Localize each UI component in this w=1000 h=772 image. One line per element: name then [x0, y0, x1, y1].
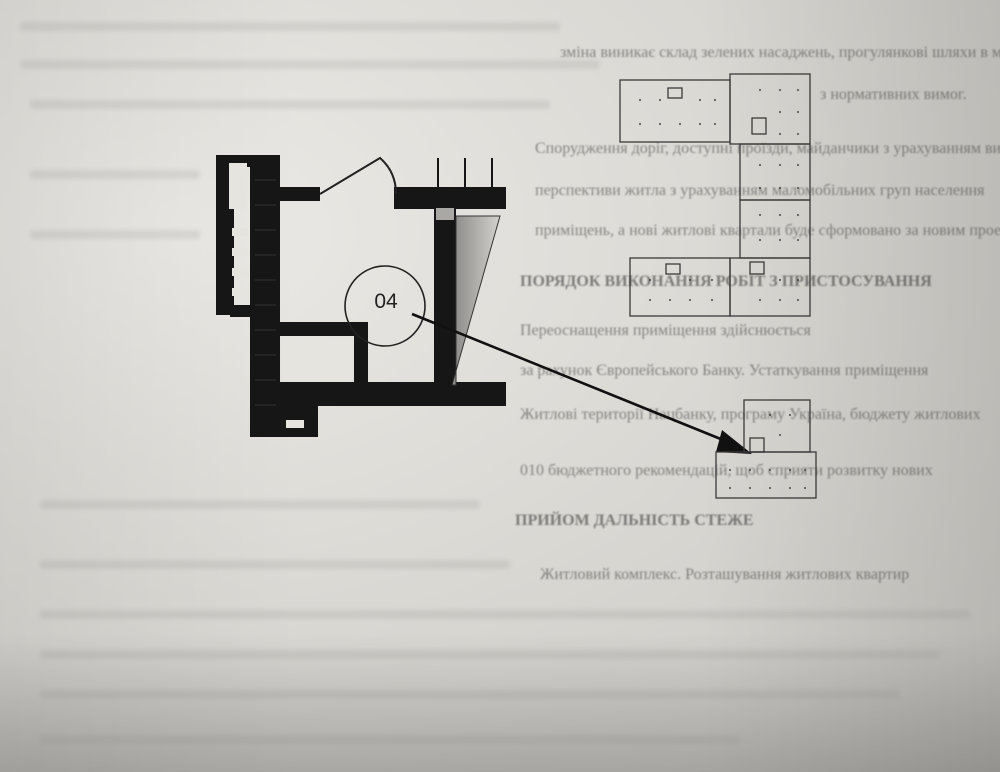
- blurred-text-line: [40, 610, 970, 619]
- door-swing: [319, 156, 397, 195]
- blurred-text-line: [30, 230, 200, 239]
- site-plan: [619, 73, 817, 499]
- text-line-2: з нормативних вимог.: [820, 86, 967, 103]
- site-plan-stair-marks: [665, 87, 767, 453]
- callout-arrow-line: [411, 312, 739, 448]
- blurred-text-line: [40, 560, 510, 569]
- shaded-wedge: [451, 215, 501, 386]
- callout-arrowhead: [716, 430, 752, 454]
- blurred-text-line: [20, 60, 600, 69]
- text-line-8: Житлові території Нацбанку, програму Укр…: [520, 406, 981, 423]
- blurred-text-line: [40, 500, 480, 509]
- text-line-1: зміна виникає склад зелених насаджень, п…: [560, 44, 1000, 61]
- stair-treads: [229, 163, 352, 428]
- callout-circle: [344, 265, 426, 347]
- blurred-text-line: [40, 735, 740, 744]
- railing-posts: [437, 158, 493, 188]
- shaded-strip: [436, 208, 454, 220]
- wall-hatching: [255, 179, 276, 406]
- blurred-text-line: [30, 170, 200, 179]
- blurred-text-line: [30, 100, 550, 109]
- blurred-text-line: [20, 22, 560, 31]
- text-line-5: приміщень, а нові житлові квартали буде …: [535, 222, 1000, 239]
- section-heading-2: ПРИЙОМ ДАЛЬНІСТЬ СТЕЖЕ: [515, 512, 754, 529]
- blurred-text-line: [40, 650, 940, 659]
- section-heading-1: ПОРЯДОК ВИКОНАННЯ РОБІТ З ПРИСТОСУВАННЯ: [520, 273, 932, 290]
- text-line-4: перспективи житла з урахуванням маломобі…: [535, 182, 985, 199]
- text-line-3: Спорудження доріг, доступні проїзди, май…: [535, 140, 1000, 157]
- text-line-10: Житловий комплекс. Розташування житлових…: [540, 566, 910, 583]
- callout-label: 04: [374, 290, 398, 313]
- blurred-text-line: [40, 690, 900, 699]
- text-line-9: 010 бюджетного рекомендацій, щоб сприяти…: [520, 462, 933, 479]
- text-line-6: Переоснащення приміщення здійснюється: [520, 322, 811, 339]
- text-line-7: за рахунок Європейського Банку. Устаткув…: [520, 362, 929, 379]
- site-plan-column-grid: [638, 88, 807, 490]
